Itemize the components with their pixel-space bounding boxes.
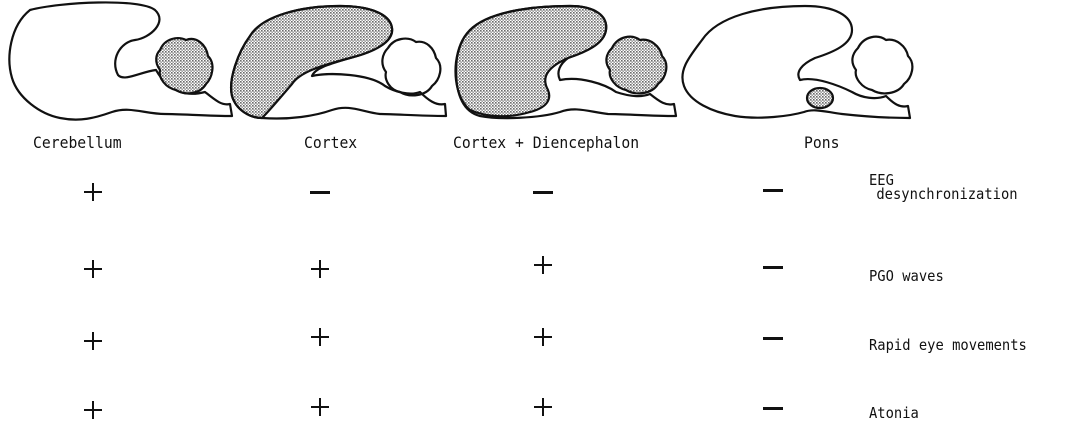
column-label-cortex-diencephalon: Cortex + Diencephalon <box>453 133 639 152</box>
cell-cortex-pgo <box>305 255 335 285</box>
column-label-pons: Pons <box>804 133 839 152</box>
column-label-cerebellum: Cerebellum <box>33 133 122 152</box>
cell-cortex-diencephalon-atonia <box>528 393 558 423</box>
row-label-pgo-waves: PGO waves <box>869 267 944 285</box>
cell-cortex-diencephalon-pgo <box>528 251 558 281</box>
pons-lesion <box>807 88 833 108</box>
cell-cerebellum-rem <box>78 327 108 357</box>
brain-outline <box>682 6 910 118</box>
cell-cortex-rem <box>305 323 335 353</box>
brain-panel-cerebellum <box>9 2 232 119</box>
cell-cortex-atonia <box>305 393 335 423</box>
brain-panel-cortex-diencephalon <box>456 6 676 118</box>
cell-pons-eeg <box>758 176 788 206</box>
cerebellum-lesion <box>156 38 212 93</box>
column-label-cortex: Cortex <box>304 133 357 152</box>
row-label-line: desynchronization <box>876 187 1017 201</box>
cell-cortex-eeg <box>305 178 335 208</box>
cell-pons-atonia <box>758 394 788 423</box>
cell-cerebellum-pgo <box>78 255 108 285</box>
cell-pons-pgo <box>758 253 788 283</box>
cell-pons-rem <box>758 324 788 354</box>
brain-panel-cortex <box>231 6 446 119</box>
cerebellum-lesion <box>606 37 666 94</box>
cell-cerebellum-atonia <box>78 396 108 423</box>
cell-cerebellum-eeg <box>78 178 108 208</box>
cerebellum-outline <box>852 37 912 94</box>
brain-panel-pons <box>682 6 912 118</box>
cortex-lesion <box>231 6 392 118</box>
row-label-rapid-eye-movements: Rapid eye movements <box>869 336 1027 354</box>
brain-sagittal-sections <box>0 0 1077 130</box>
cell-cortex-diencephalon-rem <box>528 323 558 353</box>
cerebellum-outline <box>382 39 440 96</box>
row-label-eeg-desynchronization: EEG desynchronization <box>869 173 1018 201</box>
row-label-atonia: Atonia <box>869 404 919 422</box>
cell-cortex-diencephalon-eeg <box>528 178 558 208</box>
